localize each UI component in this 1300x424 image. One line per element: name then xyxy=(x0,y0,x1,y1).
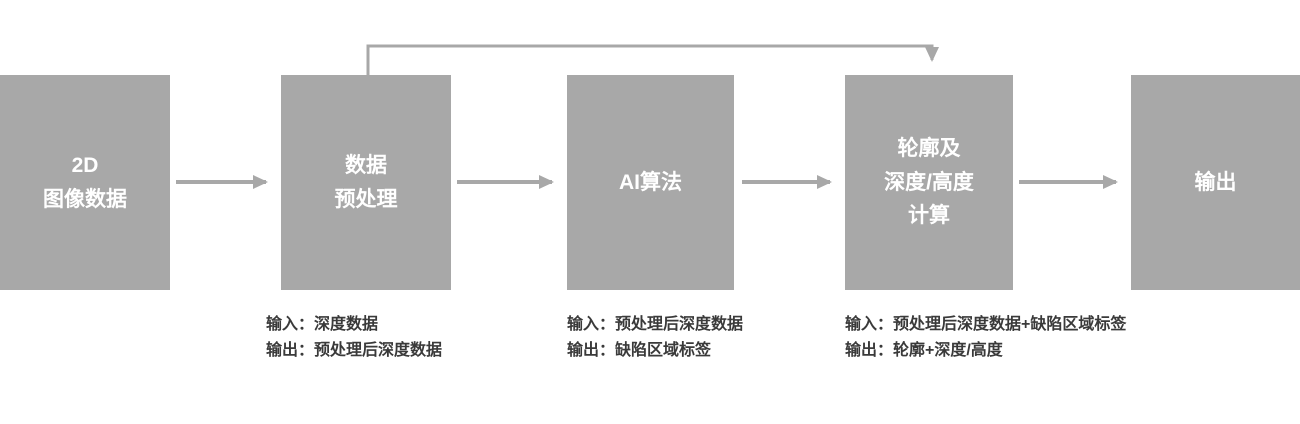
node-label: 轮廓及 深度/高度 计算 xyxy=(884,137,974,228)
annotation-ai-algorithm: 输入：预处理后深度数据 输出：缺陷区域标签 xyxy=(567,312,743,364)
annotation-input-line: 输入：预处理后深度数据 xyxy=(567,316,744,333)
node-preprocessing: 数据 预处理 xyxy=(281,75,451,290)
arrow-preprocess-skip-to-contour xyxy=(366,44,939,75)
node-output: 输出 xyxy=(1131,75,1300,290)
annotation-input-line: 输入：深度数据 xyxy=(266,316,379,333)
annotation-output-line: 输出：轮廓+深度/高度 xyxy=(845,342,1003,359)
node-label: AI算法 xyxy=(619,170,682,194)
annotation-contour-depth: 输入：预处理后深度数据+缺陷区域标签 输出：轮廓+深度/高度 xyxy=(845,312,1126,364)
annotation-output-line: 输出：预处理后深度数据 xyxy=(266,342,443,359)
node-label: 输出 xyxy=(1194,170,1237,194)
node-2d-image-data: 2D 图像数据 xyxy=(0,75,170,290)
annotation-preprocessing: 输入：深度数据 输出：预处理后深度数据 xyxy=(266,312,442,364)
node-label: 2D 图像数据 xyxy=(43,153,127,211)
annotation-input-line: 输入：预处理后深度数据+缺陷区域标签 xyxy=(845,316,1127,333)
node-contour-depth: 轮廓及 深度/高度 计算 xyxy=(845,75,1013,290)
annotation-output-line: 输出：缺陷区域标签 xyxy=(567,342,712,359)
node-label: 数据 预处理 xyxy=(334,153,398,211)
node-ai-algorithm: AI算法 xyxy=(567,75,734,290)
